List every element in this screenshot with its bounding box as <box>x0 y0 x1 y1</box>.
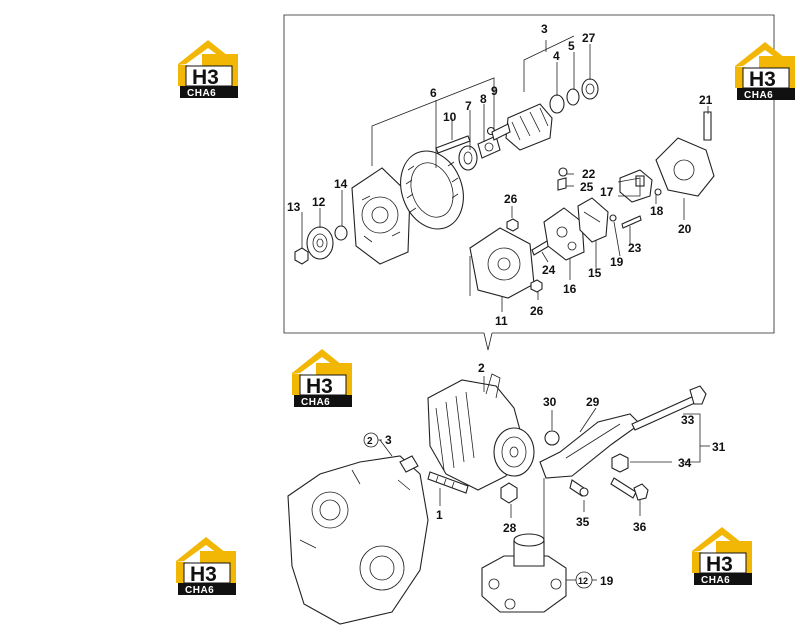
svg-text:CHA6: CHA6 <box>301 397 330 408</box>
alternator-part <box>427 373 535 491</box>
callout-3-detail: 3 <box>541 22 548 36</box>
callout-35: 35 <box>576 515 590 529</box>
detail-leader-lines <box>301 35 709 312</box>
pulley-part <box>306 226 334 260</box>
rotor-bearing-part <box>549 94 565 114</box>
svg-text:CHA6: CHA6 <box>744 90 773 101</box>
svg-text:H3: H3 <box>190 563 217 586</box>
callout-5: 5 <box>568 39 575 53</box>
callout-25: 25 <box>580 180 594 194</box>
watermark-logo-5: H3 CHA6 <box>691 526 753 586</box>
brush-holder-part <box>619 169 653 203</box>
callout-34: 34 <box>678 456 692 470</box>
callout-29: 29 <box>586 395 600 409</box>
svg-text:CHA6: CHA6 <box>187 88 216 99</box>
watermark-logo-4: H3 CHA6 <box>175 536 237 596</box>
callout-9: 9 <box>491 84 498 98</box>
callout-11: 11 <box>495 314 508 328</box>
callout-24: 24 <box>542 263 556 277</box>
reference-circle-number: 12 <box>578 576 588 586</box>
nut-part <box>506 218 519 232</box>
regulator-part <box>577 197 609 243</box>
main-leader-lines <box>379 376 710 581</box>
reference-tail-number: 3 <box>385 433 392 447</box>
callout-12: 12 <box>312 195 326 209</box>
svg-text:H3: H3 <box>706 553 733 576</box>
callout-19: 19 <box>610 255 624 269</box>
gear-case-part <box>287 455 429 625</box>
screw-part <box>558 167 568 177</box>
svg-text:CHA6: CHA6 <box>701 575 730 586</box>
callout-2: 2 <box>478 361 485 375</box>
callout-13: 13 <box>287 200 301 214</box>
adjusting-nut-part <box>611 453 629 473</box>
rotor-part <box>491 103 553 151</box>
callout-20: 20 <box>678 222 692 236</box>
callout-7: 7 <box>465 99 472 113</box>
svg-text:H3: H3 <box>192 66 219 89</box>
water-outlet-part <box>481 533 567 613</box>
callout-14: 14 <box>334 177 348 191</box>
pulley-nut-part <box>294 247 309 265</box>
bolt-part <box>621 215 642 229</box>
callout-21: 21 <box>699 93 713 107</box>
screw-part <box>654 188 662 196</box>
rear-cover-part <box>655 137 715 197</box>
stator-part <box>400 150 464 230</box>
callout-26-top: 26 <box>504 192 518 206</box>
svg-text:H3: H3 <box>306 375 333 398</box>
callout-10: 10 <box>443 110 457 124</box>
washer-part <box>581 78 599 100</box>
cover-bolt-part <box>703 111 712 141</box>
insulator-part <box>557 177 567 191</box>
detail-box <box>283 14 775 351</box>
callout-23: 23 <box>628 241 642 255</box>
svg-text:H3: H3 <box>749 68 776 91</box>
rectifier-part <box>543 207 585 261</box>
spacer-washer-part <box>544 430 560 446</box>
callout-4: 4 <box>553 49 560 63</box>
watermark-logo-3: H3 CHA6 <box>291 348 353 408</box>
watermark-logo-1: H3 CHA6 <box>177 39 239 99</box>
reference-circle-number: 2 <box>367 436 373 447</box>
bolt-head-part <box>689 385 707 405</box>
callout-1: 1 <box>436 508 443 522</box>
callout-16: 16 <box>563 282 577 296</box>
front-housing-part <box>351 167 411 265</box>
bracket-bolt-part <box>610 477 637 499</box>
rear-housing-part <box>469 227 535 299</box>
callout-18: 18 <box>650 204 664 218</box>
screw-part <box>609 214 617 222</box>
reference-tail-number: 19 <box>600 574 614 588</box>
retainer-plate-part <box>477 135 501 159</box>
callout-33: 33 <box>681 413 695 427</box>
callout-26-bottom: 26 <box>530 304 544 318</box>
nut-part <box>530 279 543 293</box>
callout-15: 15 <box>588 266 602 280</box>
callout-28: 28 <box>503 521 517 535</box>
callout-30: 30 <box>543 395 557 409</box>
callout-6: 6 <box>430 86 437 100</box>
collar-part <box>566 88 580 106</box>
callout-8: 8 <box>480 92 487 106</box>
callout-31: 31 <box>712 440 726 454</box>
callout-36: 36 <box>633 520 647 534</box>
bearing-part <box>458 145 478 171</box>
svg-text:CHA6: CHA6 <box>185 585 214 596</box>
callout-labels: 3 4 5 27 6 10 7 8 9 21 14 13 12 22 25 17… <box>287 22 726 589</box>
watermark-logo-2: H3 CHA6 <box>734 41 796 101</box>
callout-27: 27 <box>582 31 596 45</box>
alternator-nut-part <box>500 482 518 504</box>
spacer-ring-part <box>334 225 348 241</box>
callout-17: 17 <box>600 185 614 199</box>
callout-22: 22 <box>582 167 596 181</box>
